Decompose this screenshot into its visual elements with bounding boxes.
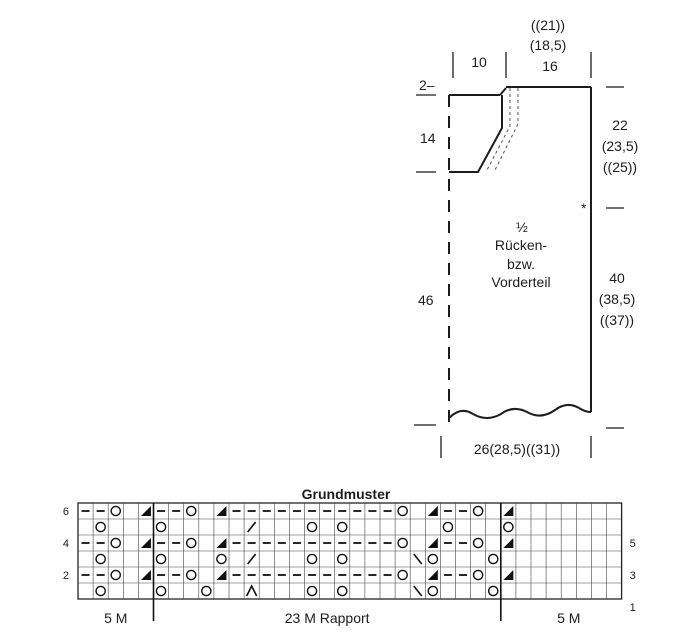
decrease-triangle-stitch (140, 570, 151, 580)
right-slant-decrease (247, 553, 257, 565)
row-number-right: 5 (630, 538, 636, 550)
left-slant-decrease (413, 553, 423, 565)
yarn-over-stitch (397, 537, 408, 549)
yarn-over-stitch (472, 505, 484, 517)
yarn-over-stitch (110, 569, 122, 581)
neckline-curve (449, 95, 503, 173)
yarn-over-stitch (110, 505, 122, 517)
decrease-triangle-stitch (427, 570, 438, 580)
chart-bottom-label: 23 M Rapport (285, 610, 370, 626)
yarn-over-stitch (95, 585, 106, 597)
decrease-triangle-stitch (427, 506, 438, 516)
dim-top-left-width: 10 (471, 54, 487, 70)
decrease-triangle-stitch (503, 538, 514, 548)
piece-label-line3: Vorderteil (491, 274, 550, 290)
neckline-alt-dotted-2 (493, 88, 519, 173)
piece-label-line2: bzw. (507, 256, 535, 272)
yarn-over-stitch (155, 521, 167, 533)
yarn-over-stitch (442, 521, 454, 533)
yarn-over-stitch (336, 553, 348, 565)
dim-body-2: (38,5) (599, 291, 636, 307)
yarn-over-stitch (185, 505, 197, 517)
dim-bottom-width: 26(28,5)((31)) (474, 441, 560, 457)
yarn-over-stitch (155, 585, 167, 597)
yarn-over-stitch (336, 585, 348, 597)
yarn-over-stitch (397, 569, 408, 581)
row-number-left: 2 (63, 570, 69, 582)
dim-top-right-width: 16 (542, 58, 558, 74)
row-number-right: 3 (630, 570, 636, 582)
decrease-triangle-stitch (216, 570, 227, 580)
dim-shoulder-drop: 2– (419, 77, 435, 93)
yarn-over-stitch (110, 537, 122, 549)
dim-side-length: 46 (418, 292, 434, 308)
yarn-over-stitch (472, 537, 484, 549)
yarn-over-stitch (487, 585, 499, 597)
yarn-over-stitch (185, 569, 197, 581)
decrease-triangle-stitch (503, 506, 514, 516)
dim-armhole-3: ((25)) (603, 159, 637, 175)
yarn-over-stitch (487, 553, 499, 565)
yarn-over-stitch (306, 521, 318, 533)
dim-neck-depth: 14 (420, 130, 436, 146)
decrease-triangle-stitch (503, 570, 514, 580)
chart-bottom-label: 5 M (557, 610, 580, 626)
yarn-over-stitch (427, 585, 439, 597)
double-decrease (245, 584, 258, 597)
armhole-marker: * (581, 200, 587, 216)
neckline-alt-dotted (485, 88, 511, 173)
yarn-over-stitch (336, 521, 348, 533)
piece-label-line1: Rücken- (495, 237, 547, 253)
wavy-bottom-edge (448, 404, 592, 419)
left-slant-decrease (413, 585, 423, 597)
chart-bottom-label: 5 M (104, 610, 127, 626)
dimension-lines (414, 52, 624, 458)
right-slant-decrease (247, 521, 257, 533)
decrease-triangle-stitch (216, 538, 227, 548)
yarn-over-stitch (306, 553, 318, 565)
yarn-over-stitch (427, 553, 439, 565)
dim-armhole-1: 22 (612, 117, 628, 133)
decrease-triangle-stitch (216, 506, 227, 516)
row-number-right: 1 (630, 602, 636, 614)
back-front-piece-outline (448, 86, 592, 422)
yarn-over-stitch (472, 569, 484, 581)
chart-border (77, 502, 623, 600)
piece-label-half: ½ (516, 219, 528, 235)
yarn-over-stitch (306, 585, 318, 597)
yarn-over-stitch (503, 521, 514, 533)
yarn-over-stitch (397, 505, 408, 517)
chart-title: Grundmuster (301, 486, 391, 502)
row-number-left: 6 (63, 506, 69, 518)
garment-schematic: ((21)) (18,5) 10 16 2– 14 46 22 (23,5) (… (414, 17, 639, 458)
yarn-over-stitch (201, 585, 212, 597)
neck-step (499, 87, 507, 96)
yarn-over-stitch (155, 553, 167, 565)
yarn-over-stitch (185, 537, 197, 549)
yarn-over-stitch (216, 553, 227, 565)
yarn-over-stitch (95, 553, 106, 565)
dim-top-size2: (18,5) (530, 37, 567, 53)
dim-top-size3: ((21)) (531, 17, 565, 33)
dim-body-1: 40 (609, 270, 625, 286)
yarn-over-stitch (95, 521, 106, 533)
dim-armhole-2: (23,5) (602, 138, 639, 154)
decrease-triangle-stitch (140, 538, 151, 548)
decrease-triangle-stitch (140, 506, 151, 516)
dim-body-3: ((37)) (600, 312, 634, 328)
row-number-left: 4 (63, 538, 69, 550)
decrease-triangle-stitch (427, 538, 438, 548)
